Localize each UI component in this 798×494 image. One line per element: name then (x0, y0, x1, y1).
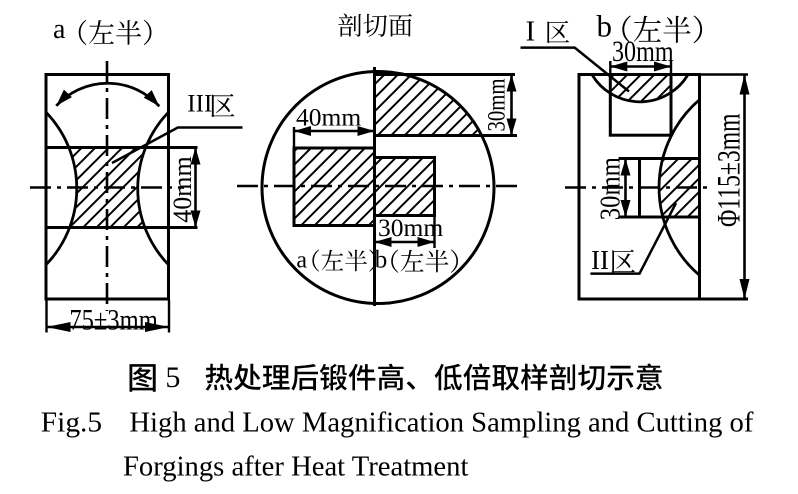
svg-text:a: a (53, 14, 66, 45)
svg-text:40mm: 40mm (168, 156, 197, 222)
svg-text:30mm: 30mm (612, 35, 674, 68)
svg-text:30mm: 30mm (596, 157, 627, 220)
svg-text:30mm: 30mm (484, 78, 511, 131)
svg-text:75±3mm: 75±3mm (69, 304, 157, 337)
svg-text:b: b (375, 246, 388, 273)
svg-text:Fig.5: Fig.5 (41, 408, 102, 439)
svg-text:a: a (296, 247, 307, 273)
svg-text:High and Low Magnification Sam: High and Low Magnification Sampling and … (129, 408, 754, 439)
svg-text:b: b (597, 9, 613, 44)
svg-text:Forgings after Heat Treatment: Forgings after Heat Treatment (123, 452, 469, 483)
svg-text:5: 5 (165, 361, 180, 394)
svg-text:Φ115±3mm: Φ115±3mm (712, 113, 748, 227)
svg-text:40mm: 40mm (296, 102, 361, 131)
svg-text:I: I (526, 16, 536, 48)
svg-text:30mm: 30mm (378, 213, 443, 242)
svg-text:III: III (187, 91, 212, 118)
svg-text:II: II (591, 245, 609, 275)
